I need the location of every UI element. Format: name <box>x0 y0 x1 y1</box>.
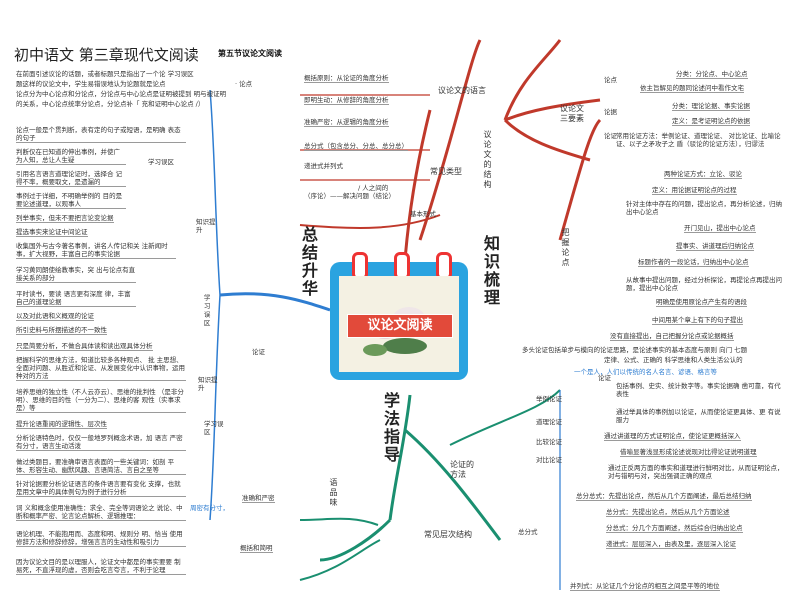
right-item: 中间用某个章上有下的句子提出 <box>652 316 743 326</box>
right-item: 开门见山，提出中心论点 <box>684 224 756 234</box>
method-line: 一个是人，人们以传统的名人名言、谚语、格言等 <box>574 368 717 376</box>
node-language-1: 概括原则：从论证的角度分析 <box>304 74 389 84</box>
intro-line: 的关系，中心论点统率分论点，分论点补「 充和证明中心论点 /） <box>16 100 205 108</box>
left-tag: 准确和严密 <box>242 494 275 504</box>
label-grasp-thesis: 把握论点 <box>561 228 570 268</box>
right-item: 标题作者的一段论话，归纳出中心论点 <box>638 258 749 268</box>
method-type: 比较论证 <box>536 438 562 446</box>
intro-line: 题这样的议论文中，学生易错误地认为论题就是论点 <box>16 80 166 88</box>
group-argument: 论证 <box>604 132 617 140</box>
label-structure: 议论文的结构 <box>483 130 492 190</box>
page-title: 初中语文 第三章现代文阅读 <box>14 46 199 64</box>
left-tag: 周密有分寸， <box>190 504 229 512</box>
node-structure-1: 总分式（包含总分、分总、总分总） <box>304 142 408 152</box>
left-row: 针对论据要分析论证语言的条件语言要有变化 支撑，也就是用文章中的具体例句为例子进… <box>16 480 186 498</box>
node-structure-3: （序论）——解决问题（结论） <box>304 192 395 200</box>
left-tag: 知识提升 <box>198 376 218 393</box>
right-item: 分类：分论点、中心论点 <box>676 70 748 80</box>
left-tag: 学习误区 <box>148 158 174 166</box>
left-row: 所引史料与所摆描述的不一致性 <box>16 326 107 336</box>
card-label: 议论文阅读 <box>347 314 453 338</box>
branch-taste: 语品味 <box>329 478 338 508</box>
branch-summary: 总结升华 <box>299 226 318 298</box>
intro-line: 论点分为中心论点和分论点，分论点与中心论点是证明被提到 明与被证明 <box>16 90 227 98</box>
left-row: 只是简要分析，不做合具体读和读出观具体分析 <box>16 342 153 352</box>
intro-note: / 人之间的 <box>358 184 389 192</box>
left-row: 收集国外与古今著名事例，讲名人传记和关 注新闻时事，扩大视野，丰富自己的事实论据 <box>16 242 176 260</box>
right-item: 定义：用论据证明论点的过程 <box>652 186 737 196</box>
right-item: 定义：是考证明论点的依据 <box>672 117 750 127</box>
method-line: 定律、公式、正确的 科学思维和人类生活公认的 <box>604 356 743 364</box>
method-detail: 通过讲道理的方式证明论点，使论证更概括深入 <box>604 432 741 442</box>
right-item: 针对主体中存在的问题，提出论点，再分析论述，归纳出中心论点 <box>626 200 782 217</box>
method-detail: 包括事例、史实、统计数字等。事实论据确 凿可靠，有代表性 <box>616 382 781 399</box>
right-item: 两种论证方式：立论、驳论 <box>664 170 742 180</box>
left-row: 平时读书，要读 语言更有深度 律，丰富自己的道理论据 <box>16 290 136 308</box>
right-item: 明确是使用原论点产生有的语段 <box>656 298 747 308</box>
left-row: 提选事实来论证中间论证 <box>16 228 88 238</box>
left-tag: 概括和简明 <box>240 544 273 554</box>
center-card: 议论文阅读 <box>330 252 468 380</box>
structure-detail: 并列式：从论证几个分论点的相互之间是平等的地位 <box>570 582 720 592</box>
right-item: 没有直接提出，自己把握分论点或论据概括 <box>610 332 734 342</box>
method-detail: 借喻显著浅显形成论述说现对比得论证说明道理 <box>620 448 757 458</box>
left-tag: 学习误区 <box>202 294 211 328</box>
left-row: 语论机理、不能抱用而、态度和明、规则分 明、恰当 使用修辞方法和修辞修辞，增强言… <box>16 530 186 548</box>
left-row: 提升论语重阅的逻辑性、层次性 <box>16 420 107 430</box>
left-row: 做过类题目，要准确审语言表面的一些关键词：如剖 平 体、形容生动、幽默风趣、言语… <box>16 458 186 476</box>
right-item: 从故事中提出问题，经过分析探论，再提论点再提出问题，提出中心论点 <box>626 276 782 293</box>
left-tag: 学习误区 <box>204 420 224 437</box>
left-row: 引用名言语言道理论证时，选择合 记得不率，概要取文，是遗漏的 <box>16 170 126 188</box>
label-argument: 论证 <box>598 374 611 382</box>
structure-detail: 总分式：先提出论点，然后从几个方面论述 <box>606 508 730 518</box>
left-row: 把握科学的思维方法，知道比较多各种观点、 批 主思想、全面对问题、从胜近和论证、… <box>16 356 186 382</box>
right-item: 常用论证方法：举例论证、道理论证、 对比论证、比喻论证、以子之矛攻子之 盾（驳论… <box>616 132 781 149</box>
label-elements: 议论文三要素 <box>560 104 584 123</box>
structure-detail: 递进式：层层深入，由表及里，逐层深入论证 <box>606 540 736 550</box>
left-row: 培养思维的独立性（不人云亦云）、思维的批判性 （是非分明）、思维的目的性（一分为… <box>16 388 186 414</box>
left-row: 列举事实，但未不要把言论变论据 <box>16 214 114 224</box>
label-levels: 常见层次结构 <box>424 530 472 539</box>
node-structure-2: 递进式并列式 <box>304 162 343 170</box>
intro-line: 在前面引述议论的话题，或者标题只是指出了一个论 学习误区 <box>16 70 194 78</box>
right-item: 分类：理论论据、事实论据 <box>672 102 750 112</box>
branch-knowledge: 知识梳理 <box>481 235 500 307</box>
method-type: 举例论证 <box>536 395 562 403</box>
left-tag: 论证 <box>252 348 265 356</box>
left-row: 因为议论文目的是以理服人，论证文中都是的事实要要 制易死，不直浮现的虚，否则会吃… <box>16 558 186 576</box>
left-row: 学习黄同朗使绘教事实，突 出与论点有直接关系的部分 <box>16 266 136 284</box>
left-row: 以及对此语和义概观的论证 <box>16 312 94 322</box>
intro-tag: · 论点 <box>235 80 253 88</box>
label-language: 议论文的语言 <box>438 86 486 95</box>
structure-detail: 总分总式：先提出论点，然后从几个方面阐述，最后总结归纳 <box>576 492 752 502</box>
label-methods: 论证的方法 <box>450 460 474 479</box>
left-row: 事例过于详细，不明确举例的 目的是要论述道理，以观事人 <box>16 192 126 210</box>
left-row: 判断仅在已知道的伸出事例，并使广为人知，总让人生疑 <box>16 148 126 166</box>
group-evidence: 论据 <box>604 108 617 116</box>
structure-detail: 分总式：分几个方面阐述，然后综合归纳出论点 <box>606 524 743 534</box>
left-row: 论点一般是个贯判断，表有定的句子或短语，是明确 表态的句子 <box>16 126 186 144</box>
method-type: 对比论证 <box>536 456 562 464</box>
right-item: 提事实、讲道理后归纳论点 <box>676 242 754 252</box>
left-tag: 知识提升 <box>196 218 216 235</box>
label-types: 常见类型 <box>430 167 462 176</box>
method-detail: 通过举具体的事例加以论证，从而使论证更具体、更 有说服力 <box>616 408 781 425</box>
left-row: 词 义和概念使用准确性：求全、完全等词语论之 说论、中断和概率严密、论言论点解析… <box>16 504 186 522</box>
card-paper: 议论文阅读 <box>339 276 459 372</box>
label-general: 总分式 <box>518 528 538 536</box>
method-detail: 通过正反两方面的事实和道理进行鲜明对比，从而证明论点，对与错明与对，突出强调正确… <box>608 464 784 481</box>
branch-method: 学法指导 <box>381 392 400 464</box>
group-thesis: 论点 <box>604 76 617 84</box>
method-type: 道理论证 <box>536 418 562 426</box>
right-item: 依主旨解见的题同论述问中看作文宅 <box>640 84 744 94</box>
node-language-3: 准确严密：从逻辑的角度分析 <box>304 118 389 128</box>
node-language-2: 即明生动：从修辞的角度分析 <box>304 96 389 106</box>
label-basic-form: 基本形式 <box>410 210 436 218</box>
method-line: 多头论证包括单步与模向的论证思路，是论述事实的基本态度与原则 向门 七题 <box>522 346 748 354</box>
page-subtitle: 第五节议论文阅读 <box>218 49 282 58</box>
left-row: 分析论语特色时，仅仅一般地罗列概念术语，加 语言 严密有分寸，语言生动活泼 <box>16 434 186 452</box>
